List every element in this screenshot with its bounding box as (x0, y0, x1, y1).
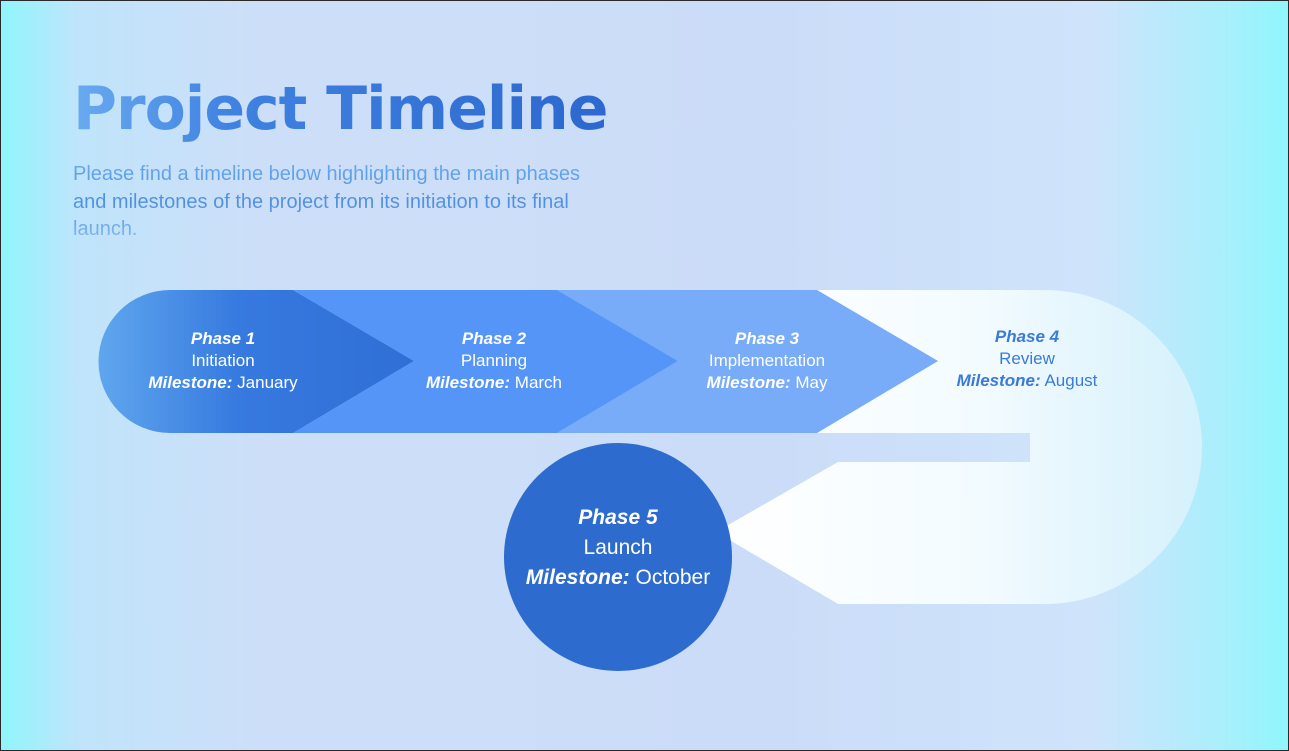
phase-4-description: Review (999, 349, 1055, 368)
phase-1-milestone: January (237, 373, 298, 392)
phase-3-milestone: May (795, 373, 828, 392)
milestone-label: Milestone: (425, 373, 511, 392)
phase-4-shape (716, 290, 1202, 604)
phase-5-shape (504, 443, 732, 671)
phase-3-name: Phase 3 (734, 329, 800, 348)
phase-4-milestone: August (1044, 371, 1098, 390)
phase-1-name: Phase 1 (190, 329, 256, 348)
phase-2-label: Phase 2 Planning Milestone: March (399, 328, 589, 394)
phase-5-name: Phase 5 (578, 506, 658, 529)
phase-5-label: Phase 5 Launch Milestone: October (508, 503, 728, 593)
milestone-label: Milestone: (148, 373, 233, 392)
milestone-label: Milestone: (525, 566, 630, 589)
page-subtitle: Please find a timeline below highlightin… (73, 161, 613, 244)
phase-1-shape (98, 290, 414, 433)
phase-4-name: Phase 4 (994, 327, 1060, 346)
phase-1-description: Initiation (191, 351, 255, 370)
phase-2-milestone: March (514, 373, 563, 392)
milestone-label: Milestone: (706, 373, 791, 392)
phase-2-shape (293, 290, 678, 433)
phase-5-milestone: October (635, 566, 711, 589)
phase-5-description: Launch (583, 536, 653, 559)
phase-1-label: Phase 1 Initiation Milestone: January (128, 328, 318, 394)
page-title: Project Timeline (73, 74, 608, 144)
phase-2-description: Planning (460, 351, 528, 370)
milestone-label: Milestone: (956, 371, 1041, 390)
phase-2-name: Phase 2 (461, 329, 527, 348)
phase-3-label: Phase 3 Implementation Milestone: May (662, 328, 872, 394)
phase-4-label: Phase 4 Review Milestone: August (932, 326, 1122, 392)
phase-3-shape (557, 290, 938, 433)
phase-3-description: Implementation (708, 351, 826, 370)
